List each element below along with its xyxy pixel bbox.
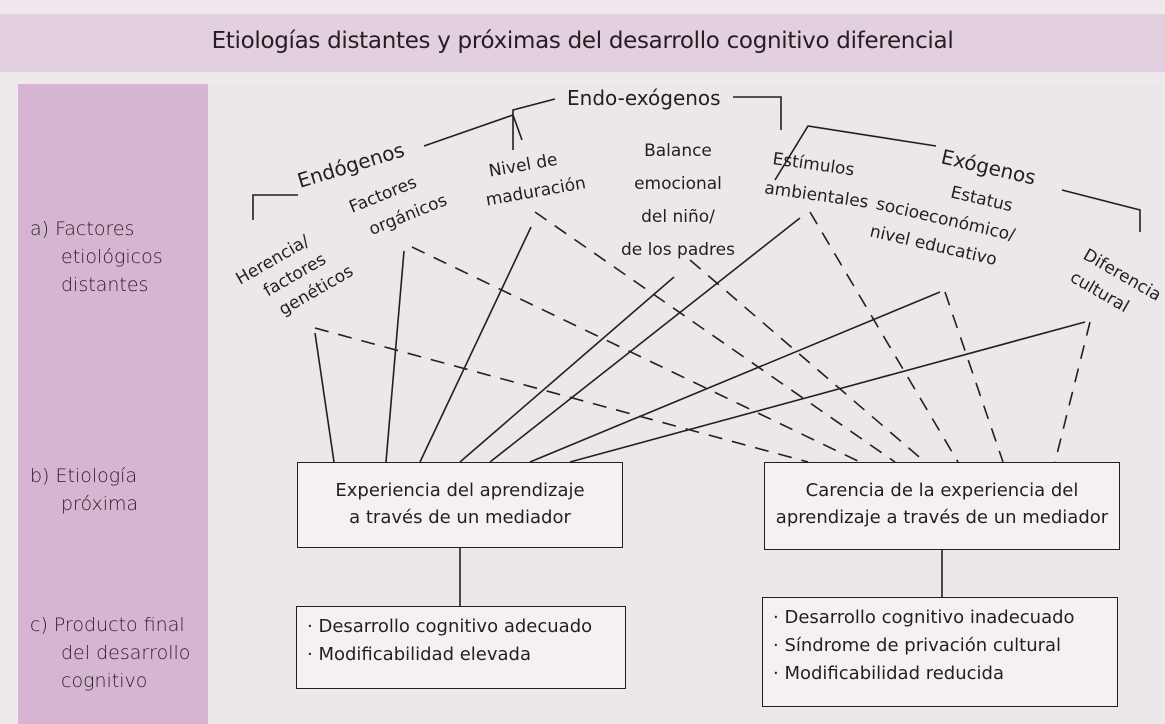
endogenos-bracket-right xyxy=(423,113,523,147)
factor-maduracion: Nivel de maduración xyxy=(484,150,587,211)
endogenos-bracket-left xyxy=(252,194,298,220)
row-a-line-2: etiológicos xyxy=(61,246,163,268)
factor-estatus: Estatus socioeconómico/ nivel educativo xyxy=(868,183,1017,271)
outcome-inadequate-item-3: Modificabilidad reducida xyxy=(773,660,1107,688)
endo-exogenos-bracket-left xyxy=(512,98,556,150)
factor-estatus-line-1: Estatus xyxy=(949,183,1015,217)
factor-estimulos-line-2: ambientales xyxy=(763,178,870,212)
proximal-box-mediated: Experiencia del aprendizaje a través de … xyxy=(297,462,623,548)
outcome-adequate-item-2: Modificabilidad elevada xyxy=(307,641,615,669)
factor-estimulos: Estímulos ambientales xyxy=(763,149,870,213)
factor-balance-line-2: emocional xyxy=(634,174,722,194)
factor-estimulos-line-1: Estímulos xyxy=(771,149,855,180)
dashed-estimulos-lack xyxy=(809,211,959,463)
proximal-mediated-line-1: Experiencia del aprendizaje xyxy=(335,480,585,501)
factor-diferencia: Diferencia cultural xyxy=(1067,245,1165,317)
outcome-inadequate-item-1: Desarrollo cognitivo inadecuado xyxy=(773,604,1107,632)
row-label-distal-factors: a) Factores etiológicos distantes xyxy=(30,215,163,299)
connector-maduracion-mediated xyxy=(419,226,532,463)
row-a-line-1: a) Factores xyxy=(30,218,135,240)
dashed-estatus-lack xyxy=(944,291,1004,463)
dashed-connectors xyxy=(314,211,1091,463)
row-c-line-3: cognitivo xyxy=(61,670,148,692)
solid-connectors xyxy=(314,217,1086,463)
factor-herencia: Herencia/ factores genéticos xyxy=(233,231,358,320)
row-b-line-1: b) Etiología xyxy=(30,465,138,487)
exogenos-bracket-right xyxy=(1061,189,1141,232)
group-brackets xyxy=(252,96,1141,232)
row-label-final-product: c) Producto final del desarrollo cogniti… xyxy=(30,611,190,695)
row-a-line-3: distantes xyxy=(61,274,149,296)
connector-diferencia-mediated xyxy=(569,321,1086,463)
connector-estimulos-mediated xyxy=(489,217,801,463)
dashed-balance-lack xyxy=(689,259,926,463)
row-c-line-1: c) Producto final xyxy=(30,614,185,636)
proximal-box-lack: Carencia de la experiencia del aprendiza… xyxy=(764,462,1120,550)
proximal-lack-line-1: Carencia de la experiencia del xyxy=(805,480,1079,501)
endo-exogenos-bracket-right xyxy=(733,96,782,130)
outcome-box-adequate: Desarrollo cognitivo adecuado Modificabi… xyxy=(296,606,626,689)
factor-balance-line-1: Balance xyxy=(644,141,712,161)
diagram-title: Etiologías distantes y próximas del desa… xyxy=(211,28,954,54)
proximal-mediated-line-2: a través de un mediador xyxy=(349,507,571,528)
connector-balance-mediated xyxy=(459,276,675,463)
row-b-line-2: próxima xyxy=(61,493,139,515)
row-c-line-2: del desarrollo xyxy=(61,642,191,664)
group-label-endo-exogenos: Endo-exógenos xyxy=(567,86,721,110)
outcome-adequate-item-1: Desarrollo cognitivo adecuado xyxy=(307,613,615,641)
dashed-organicos-lack xyxy=(411,246,861,463)
title-band xyxy=(0,14,1165,72)
factor-balance-line-4: de los padres xyxy=(621,240,735,260)
connector-estatus-mediated xyxy=(529,291,941,463)
proximal-lack-line-2: aprendizaje a través de un mediador xyxy=(775,507,1109,528)
row-label-proximal-etiology: b) Etiología próxima xyxy=(30,462,138,518)
factor-maduracion-line-1: Nivel de xyxy=(487,150,559,182)
exogenos-bracket-left xyxy=(774,125,937,181)
connector-herencia-mediated xyxy=(314,332,335,463)
row-label-column xyxy=(18,84,208,724)
factor-balance: Balance emocional del niño/ de los padre… xyxy=(621,141,735,260)
dashed-diferencia-lack xyxy=(1054,321,1091,463)
dashed-herencia-lack xyxy=(314,327,809,463)
connector-organicos-mediated xyxy=(385,250,405,463)
dashed-maduracion-lack xyxy=(534,211,896,463)
factor-organicos: Factores orgánicos xyxy=(346,172,450,239)
outcome-connectors xyxy=(459,547,943,606)
factor-balance-line-3: del niño/ xyxy=(641,207,715,227)
outcome-box-inadequate: Desarrollo cognitivo inadecuado Síndrome… xyxy=(762,597,1118,707)
outcome-inadequate-item-2: Síndrome de privación cultural xyxy=(773,632,1107,660)
